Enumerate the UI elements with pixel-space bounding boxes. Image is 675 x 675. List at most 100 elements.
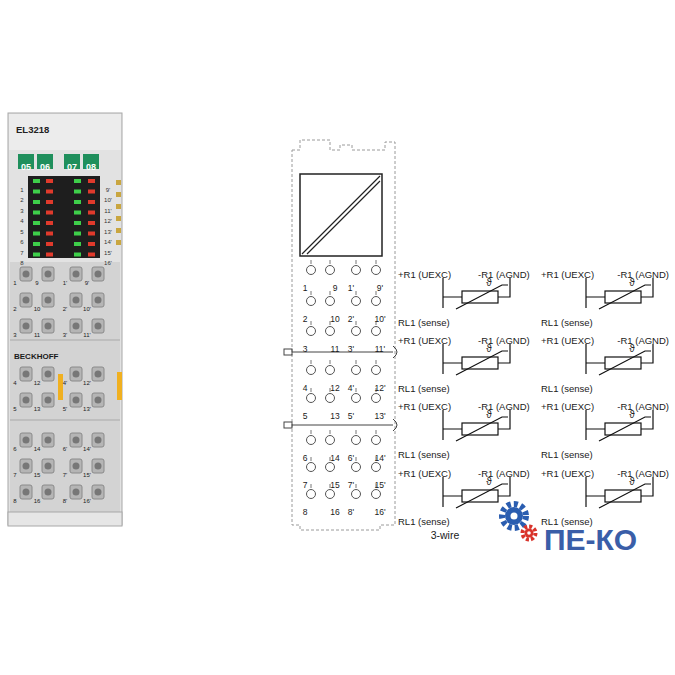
terminal-number: 9 <box>35 280 38 287</box>
gear-hub <box>527 531 531 535</box>
terminal-number-slot: 13' <box>83 397 91 415</box>
led-number: 8 <box>20 260 23 267</box>
led-number-slot: 7 <box>20 241 23 259</box>
release-tab <box>58 374 63 400</box>
signal-name-slot: RL1 (sense) <box>541 312 593 330</box>
terminal-point-number-slot: 7' <box>348 474 354 492</box>
converter-diagonal <box>302 176 380 254</box>
terminal-point-number-slot: 2 <box>303 308 308 326</box>
terminal-number: 2 <box>13 306 16 313</box>
gold-contact <box>116 204 121 209</box>
terminal-point-number: 11' <box>375 345 385 355</box>
terminal-point-number-slot: 13 <box>330 405 339 423</box>
terminal-number: 5' <box>63 406 67 413</box>
led-number-slot: 5 <box>20 220 23 238</box>
spring-contact-row <box>20 293 104 307</box>
terminal-number: 16 <box>34 498 41 505</box>
led-row <box>33 179 95 183</box>
terminal-point-number: 3' <box>348 345 354 355</box>
terminal-number-slot: 9 <box>35 271 38 289</box>
terminal-row <box>307 388 381 403</box>
terminal-number: 2' <box>63 306 67 313</box>
terminal-number: 3' <box>63 332 67 339</box>
product-name: EL3218 <box>16 125 49 136</box>
power-contacts <box>116 180 121 245</box>
signal-name-slot: +R1 (UEXC) <box>541 264 594 282</box>
terminal-point-number: 1 <box>303 284 308 294</box>
signal-name: RL1 (sense) <box>398 318 450 329</box>
terminal-number-slot: 11' <box>83 323 90 341</box>
signal-name: RL1 (sense) <box>398 517 450 528</box>
terminal-number-slot: 16 <box>34 489 41 507</box>
terminal-row <box>307 260 381 275</box>
terminal-number: 15' <box>83 472 91 479</box>
signal-name-slot: RL1 (sense) <box>541 378 593 396</box>
signal-name: -R1 (AGND) <box>478 402 530 413</box>
terminal-housing <box>8 113 122 525</box>
terminal-row <box>307 484 381 499</box>
brand-name: BECKHOFF <box>14 352 58 361</box>
led-number-slot: 16' <box>104 251 112 269</box>
terminal-point-number: 8' <box>348 508 354 518</box>
housing-top <box>9 114 121 150</box>
gear-body <box>525 529 534 538</box>
terminal-number: 14 <box>34 446 41 453</box>
terminal-point-number-slot: 10 <box>330 308 339 326</box>
led-number-slot: 6 <box>20 230 23 248</box>
terminal-number-slot: 2 <box>13 297 16 315</box>
led-number: 5 <box>20 229 23 236</box>
terminal-number-slot: 10 <box>34 297 41 315</box>
gold-contact <box>116 240 121 245</box>
terminal-point-number: 15 <box>330 481 339 491</box>
signal-name: -R1 (AGND) <box>478 336 530 347</box>
terminal-number: 6' <box>63 446 67 453</box>
terminal-point-number: 3 <box>303 345 308 355</box>
terminal-point-number: 14' <box>374 454 385 464</box>
terminal-number-slot: 14' <box>83 437 91 455</box>
terminal-number-slot: 2' <box>63 297 67 315</box>
watermark: ПЕ-КО <box>544 523 637 558</box>
terminal-number-slot: 15' <box>83 463 91 481</box>
terminal-point-number-slot: 5' <box>348 405 354 423</box>
terminal-number: 5 <box>13 406 16 413</box>
spring-contact-row <box>20 267 104 281</box>
terminal-point-number-slot: 8 <box>303 501 308 519</box>
terminal-point-number: 6 <box>303 454 308 464</box>
terminal-number-slot: 13 <box>34 397 41 415</box>
connector-area <box>10 262 120 512</box>
signal-name: +R1 (UEXC) <box>398 402 451 413</box>
channel-tag-slot: 05 <box>21 156 31 174</box>
terminal-number-slot: 6 <box>13 437 16 455</box>
terminal-point-number: 10 <box>330 315 339 325</box>
terminal-point-number-slot: 5 <box>303 405 308 423</box>
terminal-point-number: 16' <box>374 508 385 518</box>
signal-name-slot: RL1 (sense) <box>398 511 450 529</box>
led-row <box>33 242 95 246</box>
terminal-point-number-slot: 15 <box>330 474 339 492</box>
terminal-point-number-slot: 16' <box>374 501 385 519</box>
led-number: 7 <box>20 250 23 257</box>
terminal-point-number-slot: 3' <box>348 338 354 356</box>
led-number-slot: 2 <box>20 188 23 206</box>
terminal-point-number: 1' <box>348 284 354 294</box>
gear-teeth <box>502 504 526 528</box>
terminal-number-slot: 12 <box>34 371 41 389</box>
terminal-point-number: 5' <box>348 412 354 422</box>
terminal-point-number: 8 <box>303 508 308 518</box>
signal-name: +R1 (UEXC) <box>541 270 594 281</box>
terminal-number-slot: 3' <box>63 323 67 341</box>
terminal-number: 4 <box>13 380 16 387</box>
terminal-number-slot: 5' <box>63 397 67 415</box>
terminal-number: 13' <box>83 406 91 413</box>
signal-name: -R1 (AGND) <box>478 270 530 281</box>
terminal-number-slot: 15 <box>34 463 41 481</box>
terminal-number: 1 <box>13 280 16 287</box>
led-number-slot: 11' <box>104 199 111 217</box>
led-number: 2 <box>20 197 23 204</box>
terminal-point-number: 9' <box>377 284 383 294</box>
channel-tag-slot: 08 <box>86 156 96 174</box>
led-number-slot: 15' <box>104 241 112 259</box>
signal-name-slot: -R1 (AGND) <box>478 330 530 348</box>
led-row <box>33 232 95 236</box>
terminal-row <box>307 291 381 306</box>
